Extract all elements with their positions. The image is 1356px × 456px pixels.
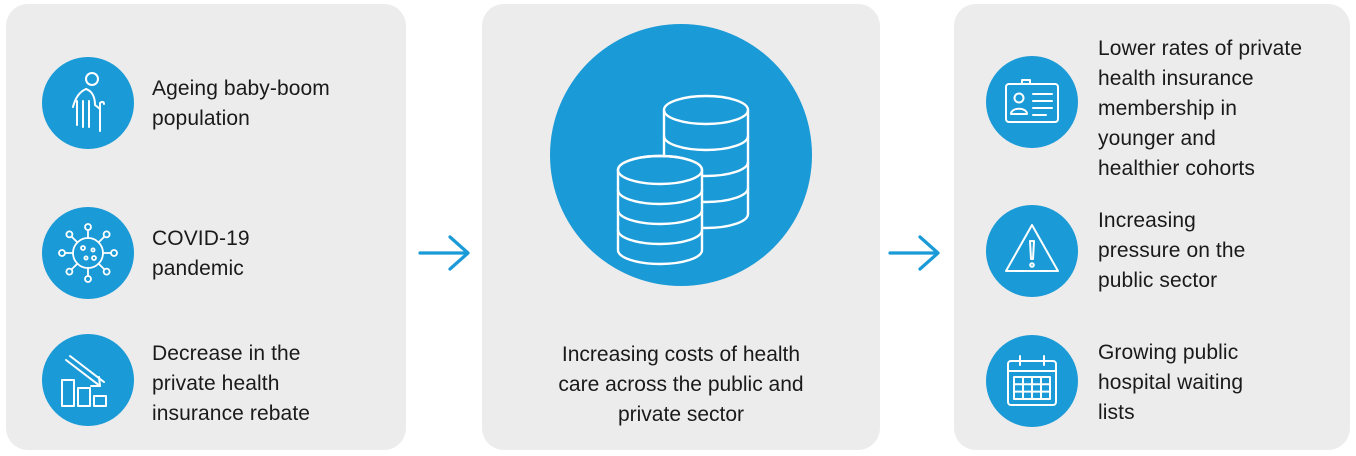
effect-label-line: care across the public and [558,373,804,396]
arrow-right-icon [418,235,470,271]
consequence-label-line: healthier cohorts [1098,157,1255,180]
consequence-label-line: pressure on the [1098,239,1246,262]
consequence-label-line: younger and [1098,127,1216,150]
cause-label-line: private health [152,372,280,395]
cause-label-line: insurance rebate [152,402,311,425]
cause-label-line: Ageing baby-boom [152,77,330,100]
consequence-label-line: Growing public [1098,341,1239,364]
consequence-label-line: public sector [1098,269,1218,292]
warning-triangle-icon [986,205,1078,297]
coin-stacks-icon [550,24,812,286]
elderly-person-icon [42,57,134,149]
consequence-label-line: Lower rates of private [1098,37,1303,60]
calendar-icon [986,335,1078,427]
consequence-label-line: Increasing [1098,209,1196,232]
cause-label-ageing: Ageing baby-boom population [152,74,330,134]
effect-label: Increasing costs of health care across t… [500,340,862,430]
consequence-label-membership: Lower rates of private health insurance … [1098,34,1302,184]
effect-label-line: Increasing costs of health [561,343,801,366]
cause-label-line: COVID-19 [152,227,250,250]
decreasing-bar-chart-icon [42,334,134,426]
consequence-label-line: membership in [1098,97,1238,120]
cause-label-line: pandemic [152,257,244,280]
virus-icon [42,207,134,299]
consequence-label-line: hospital waiting [1098,371,1244,394]
arrow-right-icon [888,235,940,271]
cause-label-line: population [152,107,250,130]
consequence-label-line: lists [1098,401,1135,424]
consequence-label-pressure: Increasing pressure on the public sector [1098,206,1245,296]
cause-label-rebate: Decrease in the private health insurance… [152,339,310,429]
membership-card-icon [986,56,1078,148]
cause-label-line: Decrease in the [152,342,301,365]
effect-label-line: private sector [617,403,745,426]
consequence-label-line: health insurance [1098,67,1254,90]
consequence-label-waiting-lists: Growing public hospital waiting lists [1098,338,1243,428]
cause-label-covid: COVID-19 pandemic [152,224,250,284]
